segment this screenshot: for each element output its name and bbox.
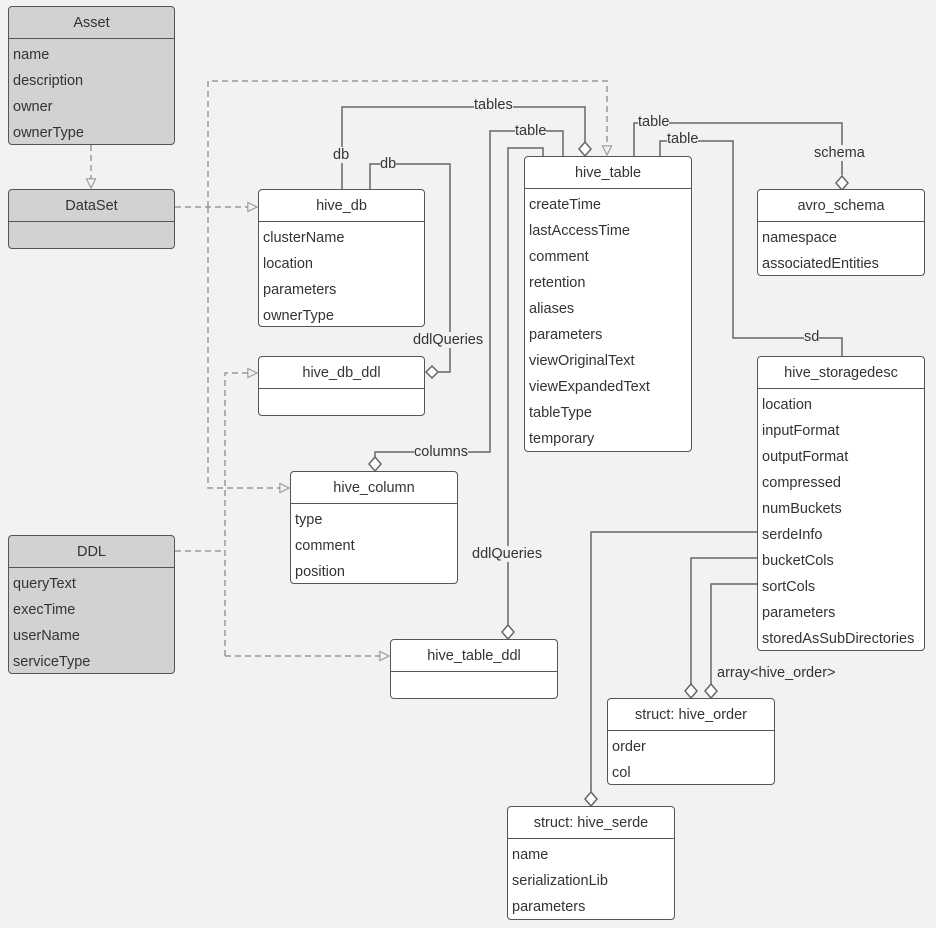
entity-hive-db-ddl[interactable]: hive_db_ddl bbox=[258, 356, 425, 416]
entity-attribute: userName bbox=[13, 628, 80, 644]
entity-attribute: queryText bbox=[13, 576, 76, 592]
entity-attribute: owner bbox=[13, 99, 53, 115]
inherit-hive-table bbox=[207, 80, 607, 207]
entity-title: hive_table bbox=[525, 157, 691, 189]
entity-attribute: ownerType bbox=[13, 125, 84, 141]
entity-attribute: parameters bbox=[512, 899, 586, 915]
entity-attribute: name bbox=[13, 47, 50, 63]
entity-attribute: clusterName bbox=[263, 230, 345, 246]
entity-attribute: description bbox=[13, 73, 84, 89]
entity-title: hive_storagedesc bbox=[758, 357, 924, 389]
entity-attribute: compressed bbox=[762, 475, 841, 491]
entity-hive-column[interactable]: hive_column type comment position bbox=[290, 471, 458, 584]
entity-hive-db[interactable]: hive_db clusterName location parameters own… bbox=[258, 189, 425, 327]
entity-attribute: viewOriginalText bbox=[529, 353, 635, 369]
diamond-serde bbox=[584, 790, 598, 808]
entity-hive-serde[interactable]: struct: hive_serde name serializationLib p… bbox=[507, 806, 675, 920]
diamond-tables bbox=[578, 140, 592, 158]
entity-attribute: name bbox=[512, 847, 549, 863]
entity-attribute: location bbox=[762, 397, 812, 413]
entity-dataset[interactable]: DataSet bbox=[8, 189, 175, 249]
entity-asset[interactable]: Asset name description owner ownerType bbox=[8, 6, 175, 145]
entity-attribute: location bbox=[263, 256, 313, 272]
entity-attribute: ownerType bbox=[263, 308, 334, 324]
label-table: table bbox=[515, 123, 547, 139]
entity-attribute: comment bbox=[295, 538, 355, 554]
diamond-bucketcols bbox=[684, 682, 698, 700]
label-columns: columns bbox=[414, 444, 468, 460]
entity-attribute: serializationLib bbox=[512, 873, 608, 889]
entity-title: avro_schema bbox=[758, 190, 924, 222]
entity-attribute: storedAsSubDirectories bbox=[762, 631, 915, 647]
label-db: db bbox=[333, 147, 350, 163]
assoc-serde bbox=[590, 531, 758, 792]
entity-attribute: parameters bbox=[529, 327, 603, 343]
entity-attribute: serviceType bbox=[13, 654, 91, 670]
entity-title: hive_db_ddl bbox=[259, 357, 424, 389]
entity-title: hive_table_ddl bbox=[391, 640, 557, 672]
assoc-columns bbox=[374, 130, 564, 457]
entity-attribute: order bbox=[612, 739, 646, 755]
entity-attribute: comment bbox=[529, 249, 589, 265]
diamond-schema bbox=[835, 174, 849, 192]
entity-hive-table-ddl[interactable]: hive_table_ddl bbox=[390, 639, 558, 699]
inherit-hive-db-ddl bbox=[224, 373, 257, 656]
entity-attribute: parameters bbox=[762, 605, 836, 621]
entity-attribute: lastAccessTime bbox=[529, 223, 630, 239]
entity-attribute: associatedEntities bbox=[762, 256, 879, 272]
entity-attribute: tableType bbox=[529, 405, 592, 421]
label-table: table bbox=[638, 114, 670, 130]
entity-attribute: namespace bbox=[762, 230, 837, 246]
label-ddlqueries: ddlQueries bbox=[413, 332, 484, 348]
entity-title: struct: hive_serde bbox=[508, 807, 674, 839]
entity-attribute: parameters bbox=[263, 282, 337, 298]
entity-attribute: temporary bbox=[529, 431, 595, 447]
diamond-sortcols bbox=[704, 682, 718, 700]
label-array-hive-order: array<hive_order> bbox=[717, 665, 836, 681]
label-schema: schema bbox=[814, 145, 865, 161]
entity-attribute: execTime bbox=[13, 602, 76, 618]
entity-title: DDL bbox=[9, 536, 174, 568]
label-table: table bbox=[667, 131, 699, 147]
inherit-hive-column bbox=[207, 207, 289, 488]
entity-hive-order[interactable]: struct: hive_order order col bbox=[607, 698, 775, 785]
assoc-bucketcols bbox=[690, 557, 758, 685]
assoc-ddlqueries-table bbox=[507, 147, 544, 625]
entity-title: DataSet bbox=[9, 190, 174, 222]
entity-title: Asset bbox=[9, 7, 174, 39]
entity-attribute: col bbox=[612, 765, 631, 781]
entity-attribute: aliases bbox=[529, 301, 575, 317]
assoc-sortcols bbox=[710, 583, 758, 685]
entity-attribute: outputFormat bbox=[762, 449, 849, 465]
entity-ddl[interactable]: DDL queryText execTime userName serviceType bbox=[8, 535, 175, 674]
label-sd: sd bbox=[804, 329, 820, 345]
entity-attribute: numBuckets bbox=[762, 501, 842, 517]
entity-attribute: position bbox=[295, 564, 345, 580]
entity-title: hive_db bbox=[259, 190, 424, 222]
entity-title: struct: hive_order bbox=[608, 699, 774, 731]
diamond-table-ddl bbox=[501, 623, 515, 641]
label-db: db bbox=[380, 156, 397, 172]
label-ddlqueries: ddlQueries bbox=[472, 546, 543, 562]
entity-title: hive_column bbox=[291, 472, 457, 504]
entity-attribute: inputFormat bbox=[762, 423, 840, 439]
entity-hive-table[interactable]: hive_table createTime lastAccessTime comme… bbox=[524, 156, 692, 452]
assoc-db-ddlqueries bbox=[369, 163, 451, 373]
entity-attribute: type bbox=[295, 512, 323, 528]
diamond-db-ddl bbox=[424, 364, 440, 380]
diamond-columns bbox=[368, 455, 382, 473]
label-tables: tables bbox=[474, 97, 513, 113]
entity-attribute: bucketCols bbox=[762, 553, 834, 569]
entity-attribute: serdeInfo bbox=[762, 527, 823, 543]
entity-attribute: viewExpandedText bbox=[529, 379, 650, 395]
entity-attribute: createTime bbox=[529, 197, 601, 213]
entity-attribute: sortCols bbox=[762, 579, 816, 595]
entity-attribute: retention bbox=[529, 275, 586, 291]
assoc-sd bbox=[659, 140, 843, 356]
entity-avro-schema[interactable]: avro_schema namespace associatedEntities bbox=[757, 189, 925, 276]
entity-hive-storagedesc[interactable]: hive_storagedesc location inputFormat outp… bbox=[757, 356, 925, 651]
